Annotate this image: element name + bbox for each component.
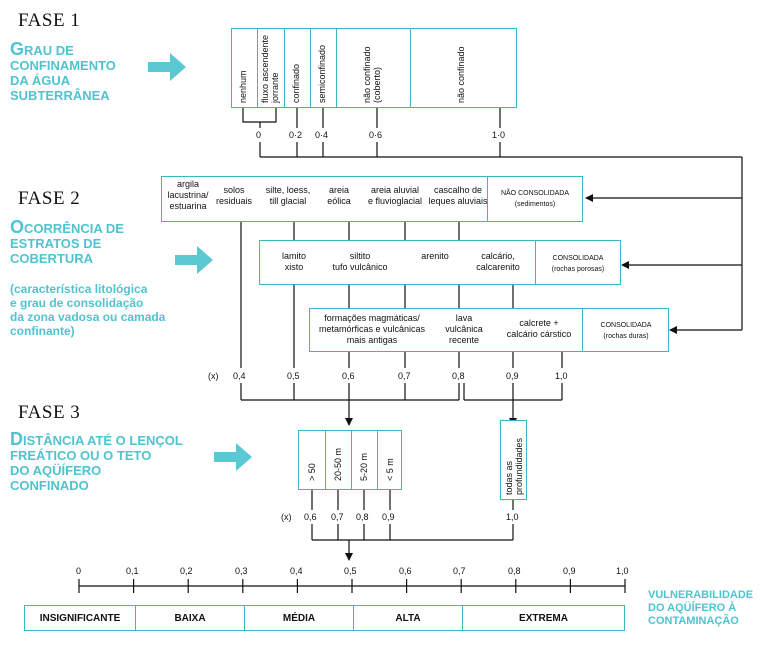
class-extrema: EXTREMA — [462, 606, 624, 630]
phase2-unconsolidated-box: argila lacustrina/ estuarina solos resid… — [161, 176, 583, 222]
phase2-row3-label: CONSOLIDADA — [600, 322, 652, 329]
scale-tick: 0,9 — [563, 566, 576, 576]
scale-tick: 0 — [76, 566, 82, 576]
phase2-heading-cap: O — [10, 217, 25, 237]
phase3-value: 0,6 — [304, 512, 317, 522]
scale-tick: 0,3 — [235, 566, 248, 576]
phase2-row2-sublabel: (rochas porosas) — [551, 266, 605, 273]
phase2-row2-item: lamito xisto — [281, 251, 306, 272]
phase2-row2-item: siltito tufo vulcânico — [332, 251, 388, 272]
phase2-value: 0,7 — [398, 371, 411, 381]
phase2-row1-item: solos residuais — [215, 185, 253, 206]
phase3-category: > 50 — [307, 463, 317, 481]
scale-tick: 0,8 — [508, 566, 521, 576]
phase2-row1-item: argila lacustrina/ estuarina — [167, 179, 209, 211]
phase2-row1-item: cascalho de leques aluviais — [428, 185, 488, 206]
scale-tick: 1,0 — [616, 566, 629, 576]
phase1-heading-rest: RAU DE CONFINAMENTO DA ÁGUA SUBTERRÂNEA — [10, 43, 116, 103]
phase3-arrow-icon — [214, 443, 252, 471]
class-baixa: BAIXA — [135, 606, 244, 630]
phase3-heading: DISTÂNCIA ATÉ O LENÇOL FREÁTICO OU O TET… — [10, 429, 183, 493]
phase1-value: 0 — [256, 130, 262, 140]
phase1-value: 0·4 — [315, 130, 329, 140]
phase2-heading-rest: CORRÊNCIA DE ESTRATOS DE COBERTURA — [10, 221, 124, 266]
phase2-subheading: (característica litológica e grau de con… — [10, 282, 166, 338]
vulnerability-scale-bar: INSIGNIFICANTE BAIXA MÉDIA ALTA EXTREMA — [24, 605, 625, 631]
phase1-arrow-icon — [148, 53, 186, 81]
phase3-depth-box: > 50 20-50 m 5-20 m < 5 m — [298, 430, 402, 490]
phase1-category: fluxo ascendente jorrante — [260, 34, 280, 103]
phase3-title: FASE 3 — [18, 402, 81, 423]
vulnerability-caption: VULNERABILIDADE DO AQÜÍFERO À CONTAMINAÇ… — [648, 589, 754, 627]
class-insignificante: INSIGNIFICANTE — [39, 612, 121, 624]
phase2-row3-item: lava vulcânica recente — [445, 313, 483, 345]
phase2-row1-item: silte, loess, till glacial — [265, 185, 311, 206]
phase2-value: 0,6 — [342, 371, 355, 381]
scale-tick: 0,2 — [180, 566, 193, 576]
phase2-row1-item: areia eólica — [327, 185, 351, 206]
phase2-value: 0,8 — [452, 371, 465, 381]
phase1-value: 0·6 — [369, 130, 383, 140]
phase3-heading-rest: ISTÂNCIA ATÉ O LENÇOL FREÁTICO OU O TETO… — [10, 433, 183, 493]
phase2-row2-item: arenito — [421, 251, 449, 261]
phase3-category: < 5 m — [385, 458, 395, 481]
scale-tick: 0,5 — [344, 566, 357, 576]
phase1-title: FASE 1 — [18, 10, 81, 31]
class-media: MÉDIA — [244, 606, 353, 630]
phase2-multiplier: (x) — [208, 371, 219, 381]
scale-tick: 0,6 — [399, 566, 412, 576]
scale-tick: 0,7 — [453, 566, 466, 576]
phase1-category: nenhum — [238, 70, 248, 103]
phase1-heading-cap: G — [10, 39, 25, 59]
phase3-all-value: 1,0 — [506, 512, 519, 522]
phase2-row3-sublabel: (rochas duras) — [603, 333, 649, 340]
phase2-hard-rock-box: formações magmáticas/ metamórficas e vul… — [309, 308, 669, 352]
phase2-row2-label: CONSOLIDADA — [552, 255, 604, 262]
phase3-all-depths: todas as profundidades — [504, 437, 524, 495]
phase1-category: não confinado (coberto) — [362, 46, 382, 103]
phase3-heading-cap: D — [10, 429, 23, 449]
phase2-row3-item: calcrete + calcário cárstico — [506, 318, 572, 339]
phase3-multiplier: (x) — [281, 512, 292, 522]
phase3-value: 0,8 — [356, 512, 369, 522]
phase2-row2-item: calcário, calcarenito — [476, 251, 520, 272]
scale-tick: 0,1 — [126, 566, 139, 576]
phase3-value: 0,7 — [331, 512, 344, 522]
scale-tick: 0,4 — [290, 566, 303, 576]
phase1-value: 0·2 — [289, 130, 303, 140]
phase2-arrow-icon — [175, 246, 213, 274]
phase2-porous-box: lamito xisto siltito tufo vulcânico aren… — [259, 240, 621, 285]
phase1-category: não confinado — [456, 46, 466, 103]
phase2-heading: OCORRÊNCIA DE ESTRATOS DE COBERTURA — [10, 217, 124, 266]
phase3-value: 0,9 — [382, 512, 395, 522]
phase3-category: 5-20 m — [359, 452, 369, 481]
phase2-title: FASE 2 — [18, 188, 81, 209]
phase1-confinement-box: nenhum fluxo ascendente jorrante confina… — [231, 28, 517, 108]
phase1-value: 1·0 — [492, 130, 506, 140]
phase2-row3-item: formações magmáticas/ metamórficas e vul… — [318, 313, 426, 345]
phase2-row1-label: NÃO CONSOLIDADA — [500, 190, 570, 197]
phase2-value: 1,0 — [555, 371, 568, 381]
phase2-row1-item: areia aluvial e fluvioglacial — [367, 185, 423, 206]
class-alta: ALTA — [353, 606, 462, 630]
phase2-row1-sublabel: (sedimentos) — [514, 201, 556, 208]
phase1-category: confinado — [291, 63, 301, 103]
phase2-value: 0,9 — [506, 371, 519, 381]
phase2-value: 0,5 — [287, 371, 300, 381]
phase3-category: 20-50 m — [333, 447, 343, 481]
phase1-category: semiconfinado — [317, 44, 327, 103]
phase2-value: 0,4 — [233, 371, 246, 381]
phase3-all-depths-box: todas as profundidades — [500, 420, 527, 500]
phase1-heading: GRAU DE CONFINAMENTO DA ÁGUA SUBTERRÂNEA — [10, 39, 116, 103]
